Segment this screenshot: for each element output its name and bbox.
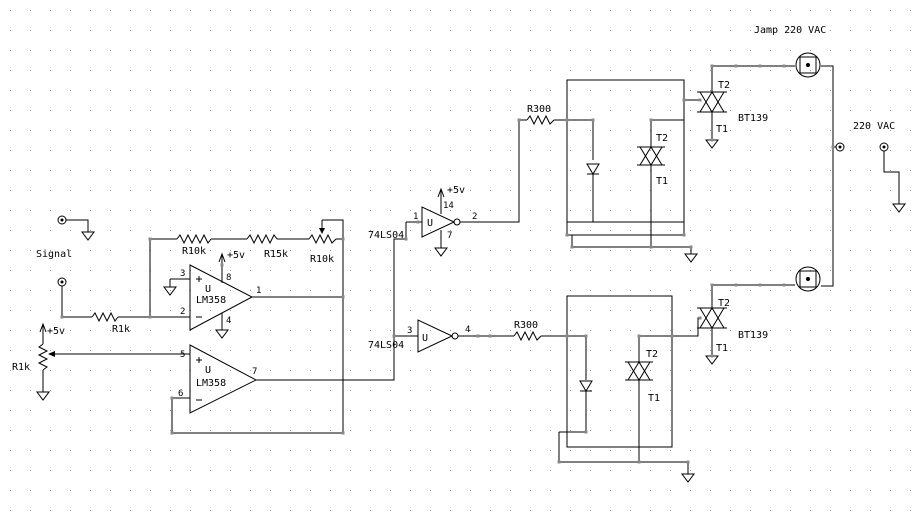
mains-terminal-right — [879, 142, 900, 204]
resistor-r15k-label: R15k — [264, 249, 288, 260]
resistor-r15k — [246, 233, 278, 245]
resistor-r300-b-label: R300 — [514, 320, 538, 331]
ground-icon — [215, 329, 229, 339]
triac-a-name: BT139 — [738, 113, 768, 124]
ground-icon — [163, 286, 177, 296]
plus5v-label-opamp: +5v — [227, 250, 245, 261]
opamp-1 — [189, 264, 254, 331]
opto-triac-a — [637, 146, 665, 166]
optocoupler-a — [566, 79, 685, 223]
signal-label: Signal — [36, 249, 72, 260]
opamp-2-u: U — [205, 365, 211, 376]
opto-triac-a-t2: T2 — [656, 133, 668, 144]
resistor-r10k-b — [308, 219, 344, 245]
resistor-input — [91, 311, 190, 323]
plus5v-label-left: +5v — [47, 326, 65, 337]
opamp-1-pin8: 8 — [226, 273, 231, 283]
inverter-1-u: U — [427, 218, 433, 229]
triac-b-t2: T2 — [718, 298, 730, 309]
led-diode-a — [586, 163, 600, 175]
opamp-2-pin7: 7 — [252, 367, 257, 377]
opamp-2-pin6: 6 — [178, 389, 183, 399]
triac-a-t2: T2 — [718, 80, 730, 91]
ground-icon — [36, 391, 50, 401]
pot-label: R1k — [12, 362, 30, 373]
lamp-label: Jamp 220 VAC — [754, 25, 826, 36]
opamp-1-u: U — [205, 284, 211, 295]
signal-terminal-top — [57, 215, 89, 232]
inverter-1-pin7: 7 — [447, 231, 452, 241]
resistor-r300-b — [513, 330, 542, 342]
vac-label: 220 VAC — [853, 121, 895, 132]
opamp-1-pin1: 1 — [256, 286, 261, 296]
grid-dots — [10, 10, 911, 511]
resistor-r10k-a — [176, 233, 212, 245]
triac-bt139-a — [697, 66, 727, 140]
opto-triac-b-t1: T1 — [648, 393, 660, 404]
opto-triac-b — [625, 361, 653, 381]
mains-terminal-mid — [833, 142, 845, 152]
lamp-icon — [795, 52, 821, 78]
inverter-1-pin2: 2 — [472, 212, 477, 222]
ground-icon — [81, 231, 95, 241]
supply-arrow-icon — [437, 187, 445, 198]
inverter-2-pin4: 4 — [465, 325, 470, 335]
ground-icon — [892, 203, 906, 213]
inverter-1-pin1: 1 — [413, 212, 418, 222]
triac-b-t1: T1 — [716, 343, 728, 354]
opamp-1-pin2: 2 — [180, 307, 185, 317]
opto-triac-a-t1: T1 — [656, 176, 668, 187]
opamp-2-pin5: 5 — [180, 350, 185, 360]
resistor-r300-a — [526, 114, 555, 126]
plus5v-label-inv: +5v — [447, 185, 465, 196]
resistor-input-label: R1k — [112, 324, 130, 335]
opto-triac-b-t2: T2 — [646, 349, 658, 360]
inverter-2-name: 74LS04 — [368, 340, 404, 351]
opamp-1-name: LM358 — [196, 295, 226, 306]
ground-icon — [434, 247, 448, 257]
triac-a-t1: T1 — [716, 124, 728, 135]
resistor-r300-a-label: R300 — [527, 104, 551, 115]
opamp-2-name: LM358 — [196, 378, 226, 389]
junction-nodes — [60, 64, 835, 464]
ground-icon — [684, 253, 698, 263]
triac-bt139-b — [697, 307, 727, 356]
resistor-r10k-a-label: R10k — [182, 246, 206, 257]
signal-terminal-bottom — [57, 277, 92, 318]
led-diode-b — [579, 380, 593, 392]
ground-icon — [681, 473, 695, 483]
potentiometer — [37, 343, 190, 392]
opamp-2 — [189, 344, 258, 414]
lamp-icon — [795, 266, 821, 292]
inverter-1-pin14: 14 — [443, 201, 454, 211]
supply-arrow-icon — [218, 252, 226, 263]
triac-b-name: BT139 — [738, 330, 768, 341]
opamp-1-pin3: 3 — [180, 269, 185, 279]
inverter-2-pin3: 3 — [407, 326, 412, 336]
opamp-1-pin4: 4 — [226, 316, 231, 326]
supply-arrow-icon — [39, 322, 47, 344]
inverter-2-u: U — [422, 333, 428, 344]
resistor-r10k-b-label: R10k — [310, 254, 334, 265]
inverter-1-name: 74LS04 — [368, 230, 404, 241]
optocoupler-b — [566, 295, 673, 448]
